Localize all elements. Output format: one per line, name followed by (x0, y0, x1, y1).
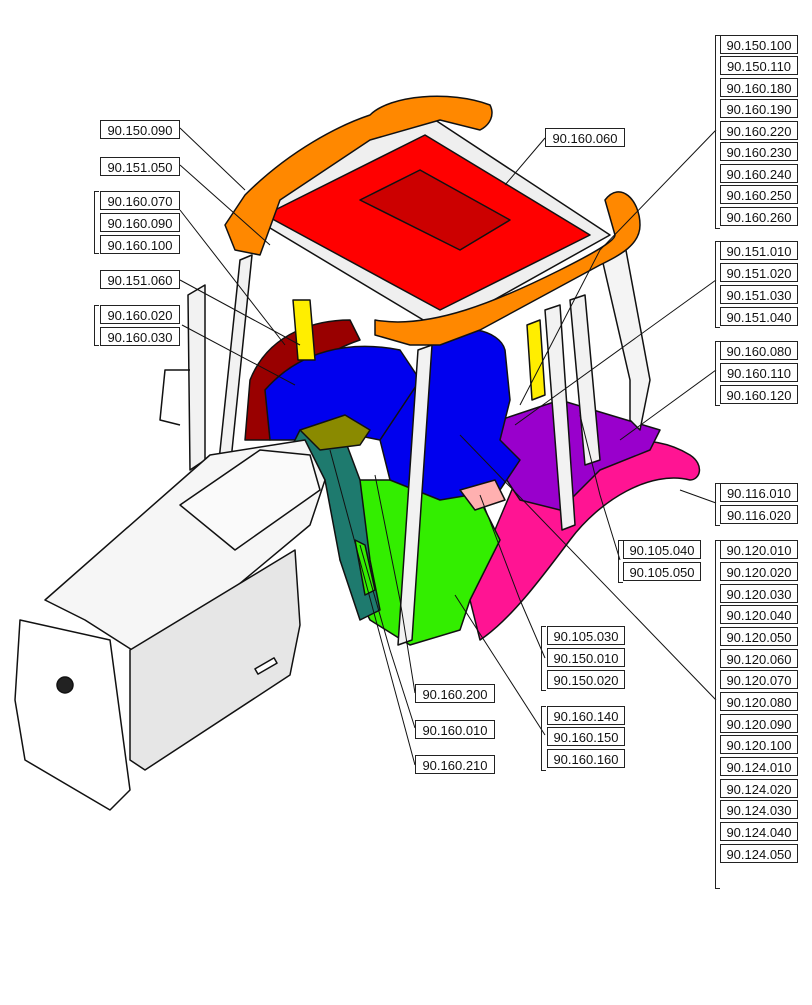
front-grille (14, 619, 131, 811)
callout-label: 90.105.040 (623, 540, 701, 559)
callout-label: 90.150.100 (720, 35, 798, 54)
callout-label: 90.160.200 (415, 684, 495, 703)
callout-label: 90.160.110 (720, 363, 798, 382)
front-pillar (397, 344, 433, 646)
side-panel (129, 549, 301, 771)
callout-label: 90.160.160 (547, 749, 625, 768)
callout-label: 90.120.080 (720, 692, 798, 711)
label-bracket (541, 706, 546, 771)
callout-label: 90.120.040 (720, 605, 798, 624)
callout-label: 90.116.020 (720, 505, 798, 524)
callout-label: 90.124.050 (720, 844, 798, 863)
roof-hatch (359, 169, 511, 251)
callout-label: 90.160.260 (720, 207, 798, 226)
callout-label: 90.151.040 (720, 307, 798, 326)
rear-roof-trim (224, 95, 493, 256)
floor-pad (459, 479, 506, 511)
logo-badge (56, 676, 74, 694)
label-bracket (715, 483, 720, 526)
label-bracket (715, 540, 720, 889)
callout-label: 90.120.060 (720, 649, 798, 668)
callout-label: 90.160.030 (100, 327, 180, 346)
callout-label: 90.160.240 (720, 164, 798, 183)
vent-slot (254, 657, 278, 675)
callout-label: 90.160.210 (415, 755, 495, 774)
rear-pillar-right (599, 244, 651, 431)
callout-label: 90.150.020 (547, 670, 625, 689)
steering-base (299, 414, 371, 451)
callout-label: 90.116.010 (720, 483, 798, 502)
callout-label: 90.160.020 (100, 305, 180, 324)
label-bracket (715, 241, 720, 328)
callout-label: 90.151.050 (100, 157, 180, 176)
left-pillar (187, 284, 206, 471)
label-bracket (715, 35, 720, 229)
callout-label: 90.160.230 (720, 142, 798, 161)
callout-label: 90.160.250 (720, 185, 798, 204)
right-pillar (544, 304, 576, 531)
callout-label: 90.151.010 (720, 241, 798, 260)
yellow-post-right (526, 319, 546, 401)
callout-label: 90.120.090 (720, 714, 798, 733)
callout-label: 90.150.010 (547, 648, 625, 667)
label-bracket (618, 540, 623, 583)
callout-label: 90.160.120 (720, 385, 798, 404)
hood-top (179, 449, 321, 551)
callout-label: 90.124.030 (720, 800, 798, 819)
callout-label: 90.105.050 (623, 562, 701, 581)
callout-label: 90.160.090 (100, 213, 180, 232)
callout-label: 90.150.090 (100, 120, 180, 139)
callout-label: 90.151.030 (720, 285, 798, 304)
callout-label: 90.120.010 (720, 540, 798, 559)
callout-label: 90.160.080 (720, 341, 798, 360)
callout-label: 90.160.150 (547, 727, 625, 746)
callout-label: 90.124.010 (720, 757, 798, 776)
label-bracket (94, 305, 99, 346)
callout-label: 90.151.020 (720, 263, 798, 282)
right-front-pillar (569, 294, 601, 466)
callout-label: 90.160.070 (100, 191, 180, 210)
callout-label: 90.120.070 (720, 670, 798, 689)
callout-label: 90.160.100 (100, 235, 180, 254)
grab-handle (159, 369, 190, 426)
callout-label: 90.120.100 (720, 735, 798, 754)
callout-label: 90.150.110 (720, 56, 798, 75)
callout-label: 90.160.060 (545, 128, 625, 147)
callout-label: 90.120.030 (720, 584, 798, 603)
callout-label: 90.120.050 (720, 627, 798, 646)
callout-label: 90.160.140 (547, 706, 625, 725)
callout-label: 90.160.220 (720, 121, 798, 140)
callout-label: 90.105.030 (547, 626, 625, 645)
callout-label: 90.120.020 (720, 562, 798, 581)
callout-label: 90.160.190 (720, 99, 798, 118)
leader-lines (179, 127, 717, 766)
callout-label: 90.160.010 (415, 720, 495, 739)
yellow-post-left (292, 299, 316, 361)
callout-label: 90.124.040 (720, 822, 798, 841)
label-bracket (715, 341, 720, 406)
label-bracket (94, 191, 99, 254)
callout-label: 90.124.020 (720, 779, 798, 798)
label-bracket (541, 626, 546, 691)
callout-label: 90.151.060 (100, 270, 180, 289)
callout-label: 90.160.180 (720, 78, 798, 97)
